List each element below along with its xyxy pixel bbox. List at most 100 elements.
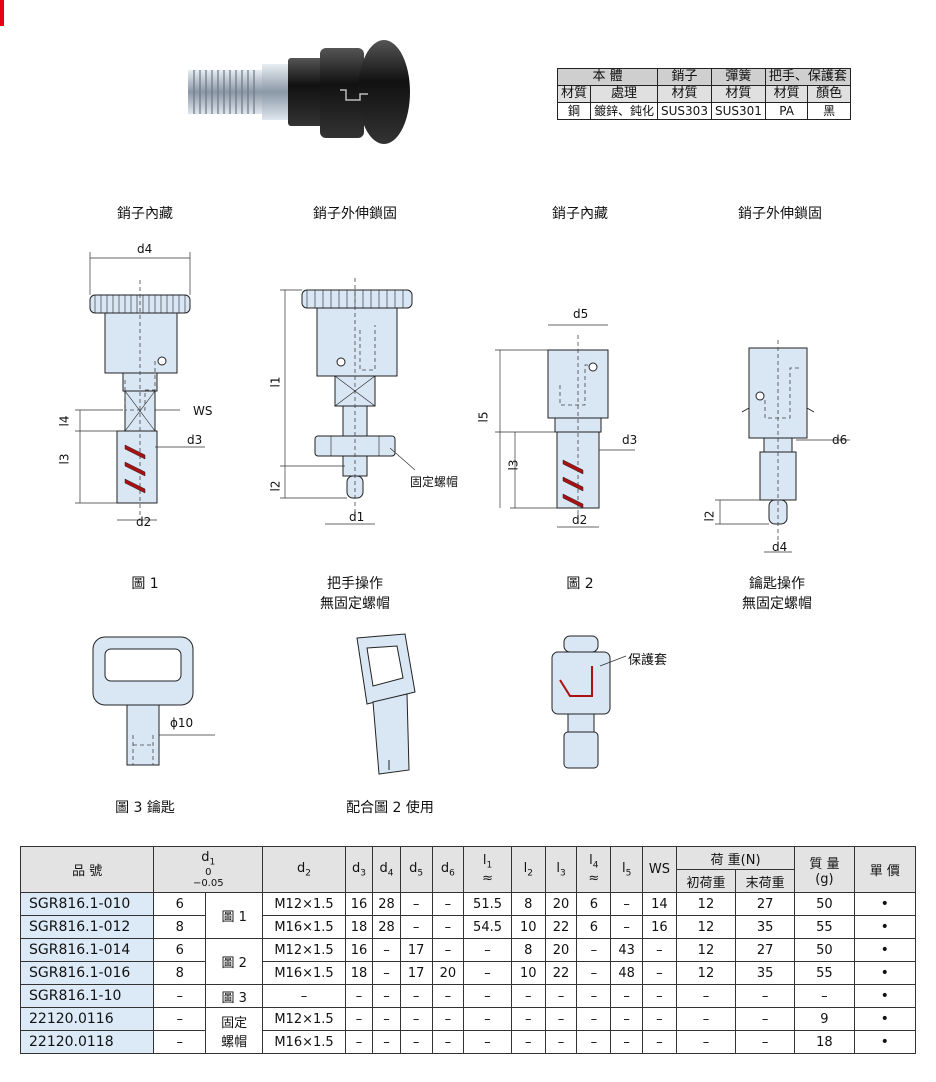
cell-d1: 8 [153, 915, 207, 939]
cell-mass: – [794, 984, 855, 1008]
cell-ws: – [641, 961, 677, 985]
cell-d4: – [372, 938, 401, 962]
header-d3-sub: 3 [360, 868, 367, 879]
table-row: 22120.0118 – M16×1.5 – – – – – – – – – –… [19, 1030, 917, 1054]
cell-l2: 10 [510, 915, 546, 939]
cell-d5: 17 [399, 961, 433, 985]
header-d1-tol-bot: −0.05 [192, 878, 224, 890]
drawing-handle [356, 633, 416, 775]
cell-l1: – [463, 984, 512, 1008]
cell-ws: – [641, 1007, 677, 1031]
header-load: 荷 重(N) [675, 846, 796, 870]
dim-d6: d6 [832, 433, 848, 447]
cell-l3: – [544, 1030, 578, 1054]
cell-load-end: – [735, 1007, 796, 1031]
cell-d4: – [372, 984, 401, 1008]
cell-l2: – [510, 984, 546, 1008]
header-l5: l5 [610, 846, 643, 893]
cell-d2: M12×1.5 [262, 892, 346, 916]
mat-subheader: 材質 [556, 85, 592, 103]
dim-d3: d3 [187, 433, 203, 447]
cell-l1: 51.5 [463, 892, 512, 916]
header-l1-sub: 1 [486, 860, 493, 871]
header-d3-letter: d [352, 860, 361, 876]
cell-group-fig1: 圖 1 [205, 892, 264, 939]
dim-l3: l3 [506, 459, 521, 471]
cell-l4: 6 [576, 892, 612, 916]
cell-d5: 17 [399, 938, 433, 962]
cell-load-end: 35 [735, 961, 796, 985]
header-d2-sub: 2 [305, 868, 311, 879]
cell-d2: M16×1.5 [262, 915, 346, 939]
cell-d2: M16×1.5 [262, 961, 346, 985]
header-l4-approx: ≈ [588, 870, 600, 886]
header-l2: l2 [510, 846, 546, 893]
cell-l3: – [544, 984, 578, 1008]
header-ws: WS [641, 846, 677, 893]
cell-ws: – [641, 938, 677, 962]
cell-l1: – [463, 961, 512, 985]
caption-fig3: 圖 3 鑰匙 [115, 800, 175, 816]
cell-price: • [853, 915, 917, 939]
cell-l4: 6 [576, 915, 612, 939]
header-l1: l1≈ [463, 846, 512, 893]
cell-load-initial: – [675, 984, 737, 1008]
cell-load-initial: 12 [675, 938, 737, 962]
header-d1-letter: d [201, 849, 210, 865]
cell-mass: 18 [794, 1030, 855, 1054]
cell-mass: 50 [794, 892, 855, 916]
cell-d2: M12×1.5 [262, 1007, 346, 1031]
cell-l5: – [610, 984, 643, 1008]
cell-d4: – [372, 1030, 401, 1054]
cell-l2: 10 [510, 961, 546, 985]
cell-l5: 43 [610, 938, 643, 962]
cell-price: • [853, 961, 917, 985]
cell-l5: – [610, 915, 643, 939]
cell-l4: – [576, 961, 612, 985]
dim-l4: l4 [57, 415, 72, 427]
cell-ws: – [641, 1030, 677, 1054]
cell-d3: 16 [344, 938, 374, 962]
dim-d1: d1 [349, 510, 365, 524]
diagram-title: 銷子外伸鎖固 [738, 206, 822, 222]
mat-header-spring: 彈簧 [710, 68, 766, 86]
header-load-initial: 初荷重 [675, 869, 737, 893]
cell-l2: – [510, 1007, 546, 1031]
cell-mass: 9 [794, 1007, 855, 1031]
dim-nut: 固定螺帽 [410, 475, 459, 489]
cell-d1: – [153, 1007, 207, 1031]
cell-l2: 8 [510, 892, 546, 916]
cell-d6: – [431, 1007, 465, 1031]
cell-l4: – [576, 938, 612, 962]
dim-d4: d4 [137, 242, 153, 256]
header-d4-letter: d [379, 860, 388, 876]
cell-ws: 16 [641, 915, 677, 939]
cell-l5: – [610, 1030, 643, 1054]
cell-price: • [853, 1030, 917, 1054]
mat-subheader: 材質 [710, 85, 766, 103]
mat-subheader: 材質 [764, 85, 809, 103]
cell-d3: 18 [344, 961, 374, 985]
mat-subheader: 處理 [590, 85, 659, 103]
dim-l2: l2 [268, 480, 283, 492]
header-l1-approx: ≈ [482, 870, 493, 886]
dim-phi10: ϕ10 [170, 716, 194, 730]
cell-ws: – [641, 984, 677, 1008]
dim-d4: d4 [772, 540, 788, 554]
cell-l2: 8 [510, 938, 546, 962]
cell-price: • [853, 892, 917, 916]
mat-value: 黑 [807, 102, 851, 120]
cell-load-end: 27 [735, 892, 796, 916]
header-d4-sub: 4 [387, 868, 394, 879]
caption-fig1: 圖 1 [131, 576, 159, 592]
cell-d3: – [344, 1030, 374, 1054]
cell-l5: 48 [610, 961, 643, 985]
mat-value: 鍍鋅、鈍化 [590, 102, 659, 120]
cell-l5: – [610, 892, 643, 916]
header-d6-letter: d [440, 860, 450, 876]
cell-d2: M12×1.5 [262, 938, 346, 962]
cell-l1: – [463, 938, 512, 962]
label-cover: 保護套 [628, 653, 668, 668]
cell-load-end: 35 [735, 915, 796, 939]
mat-subheader: 顏色 [807, 85, 851, 103]
